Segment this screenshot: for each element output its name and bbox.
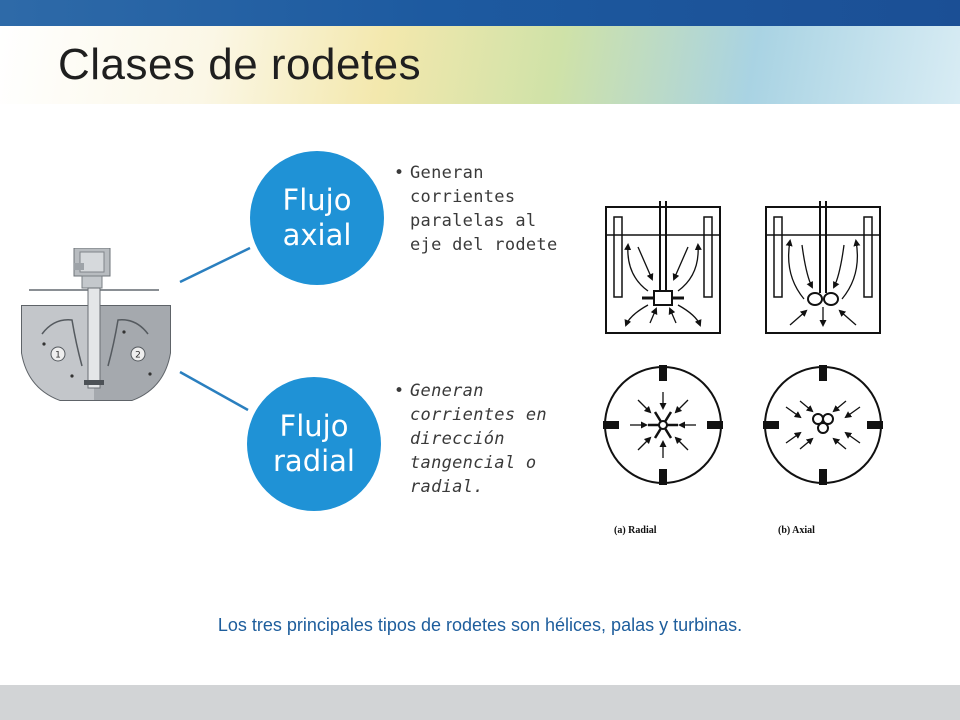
- slide-caption: Los tres principales tipos de rodetes so…: [217, 615, 743, 635]
- bullet-dot-icon: •: [394, 381, 405, 401]
- axial-top-view: [763, 365, 883, 485]
- axial-side-view: [765, 201, 881, 334]
- diagram-label-axial: (b) Axial: [778, 525, 815, 536]
- impeller-flow-diagram: (a) Radial (b) Axial: [603, 201, 883, 536]
- bullet-dot-icon: •: [394, 163, 405, 183]
- radial-top-view: [603, 365, 723, 485]
- flujo-radial-circle: Flujo radial: [247, 377, 381, 511]
- bullet-radial-text: Generan corrientes en dirección tangenci…: [410, 381, 547, 497]
- mixing-tank-illustration: 1 2: [21, 248, 171, 401]
- tank-zone-label-1: 1: [55, 351, 61, 361]
- footer-band: [0, 685, 960, 720]
- title-banner: [0, 26, 960, 104]
- bullet-radial: • Generan corrientes en dirección tangen…: [394, 379, 594, 499]
- flujo-axial-circle: Flujo axial: [250, 151, 384, 285]
- connector-lines: [179, 246, 251, 412]
- slide-title: Clases de rodetes: [58, 40, 422, 89]
- header-top-band: [0, 0, 960, 26]
- bullet-axial-text: Generan corrientes paralelas al eje del …: [410, 163, 558, 255]
- radial-side-view: [605, 201, 721, 334]
- tank-zone-label-2: 2: [135, 351, 141, 361]
- diagram-label-radial: (a) Radial: [614, 525, 657, 536]
- bullet-axial: • Generan corrientes paralelas al eje de…: [394, 161, 594, 257]
